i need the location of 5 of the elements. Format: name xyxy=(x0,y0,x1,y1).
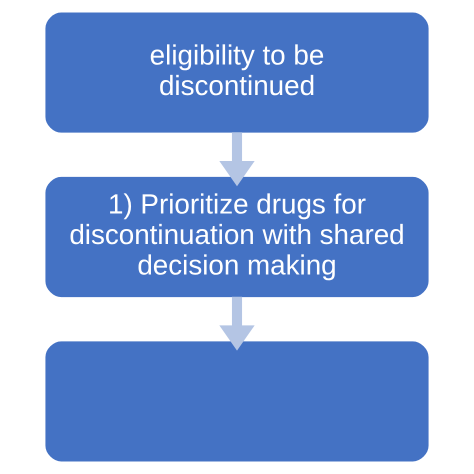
arrow xyxy=(219,296,255,351)
node-box: eligibility to be discontinued xyxy=(45,12,429,133)
node-box: 1) Prioritize drugs for discontinuation with shared decision making xyxy=(45,176,429,298)
arrow xyxy=(219,132,255,186)
node-box xyxy=(45,341,429,462)
